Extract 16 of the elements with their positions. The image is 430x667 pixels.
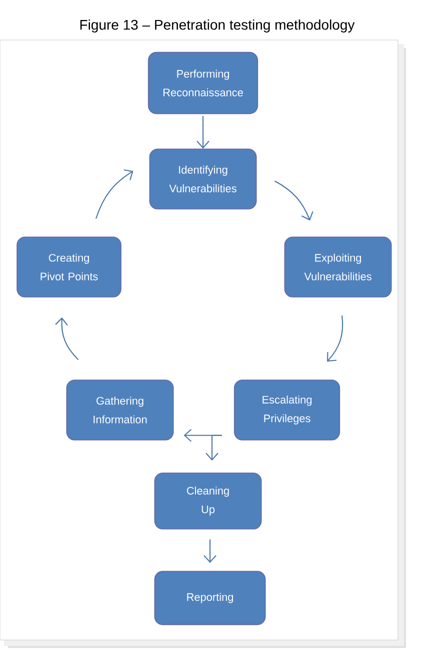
arrow bbox=[55, 317, 79, 360]
process-box: Creating Pivot Points bbox=[16, 236, 122, 298]
process-box: Reporting bbox=[154, 570, 266, 626]
process-box: Escalating Privileges bbox=[234, 380, 340, 440]
arrow bbox=[204, 539, 216, 563]
process-box: Identifying Vulnerabilities bbox=[149, 148, 257, 210]
arrow bbox=[206, 434, 222, 461]
figure-title: Figure 13 – Penetration testing methodology bbox=[80, 19, 355, 33]
process-box: Gathering Information bbox=[66, 380, 174, 440]
arrow bbox=[96, 169, 134, 219]
process-box: Performing Reconnaissance bbox=[148, 52, 258, 114]
arrow bbox=[196, 116, 210, 149]
process-box: Exploiting Vulnerabilities bbox=[284, 236, 392, 298]
process-box: Cleaning Up bbox=[154, 472, 262, 530]
arrow bbox=[274, 180, 314, 221]
arrow bbox=[327, 315, 344, 362]
